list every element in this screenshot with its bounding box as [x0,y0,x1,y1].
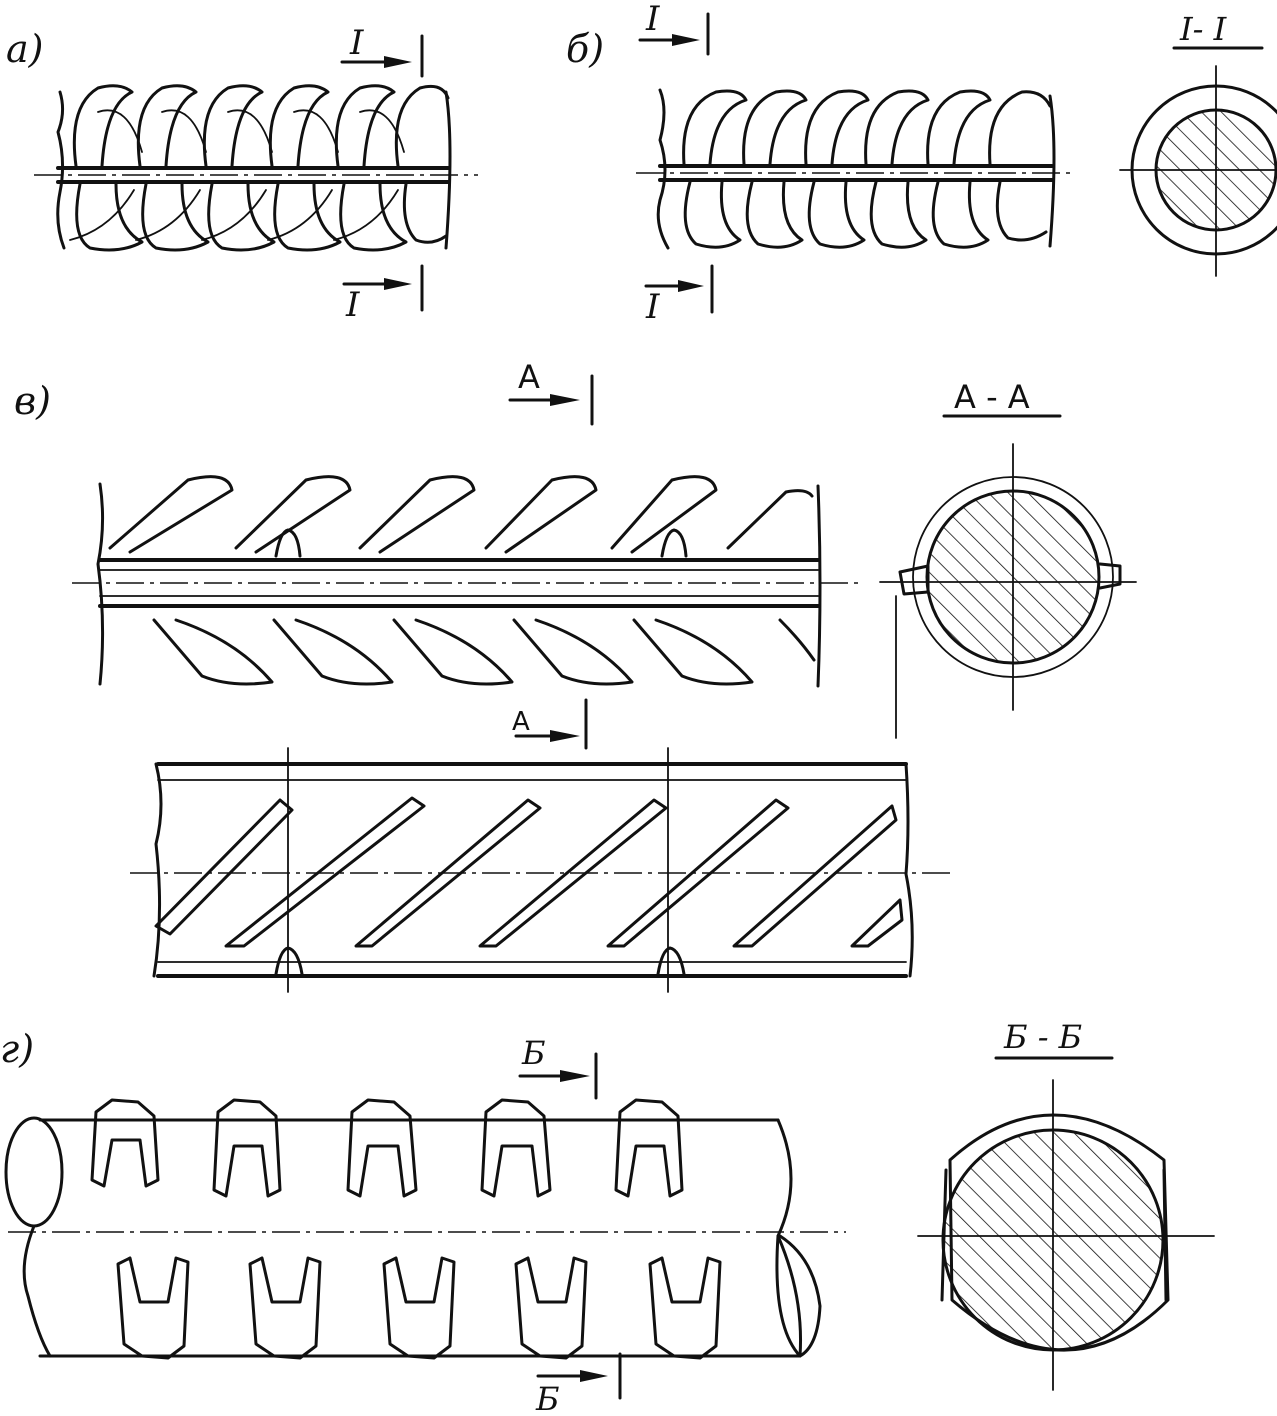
panel-a-label: а) [6,27,43,71]
panel-v-label: в) [14,379,51,423]
panel-b-section-view: I- I [1119,10,1277,277]
panel-b-section-top-text: I [645,0,660,39]
panel-v-section-view: А - А [879,378,1137,739]
panel-g-section-view: Б - Б [917,1018,1215,1391]
panel-v-section-view-title: А - А [954,378,1030,416]
panel-g-section-view-title: Б - Б [1003,1018,1082,1056]
panel-g-bar [4,1098,846,1360]
panel-v-bar-plan [130,747,950,993]
panel-b-section-bottom-text: I [645,287,660,327]
panel-b-section-view-title: I- I [1179,10,1228,48]
panel-a-section-top-text: I [349,23,364,63]
panel-v: в) А А [14,358,1137,993]
panel-a-section-bottom-text: I [345,285,360,325]
panel-v-bar-side [72,475,860,688]
panel-b-section-mark-top: I [638,0,710,56]
panel-g: г) Б Б [0,1018,1215,1416]
panel-b-section-mark-bottom: I [644,264,714,327]
panel-g-section-mark-bottom: Б [535,1352,622,1416]
panel-g-label: г) [0,1027,34,1071]
panel-v-section-mark-top: А [508,358,594,426]
panel-v-section-mark-bottom: А [512,698,588,750]
panel-a-section-mark-bottom: I [342,264,424,325]
panel-g-section-mark-top: Б [518,1034,598,1100]
panel-v-section-bottom-text: А [512,707,530,737]
panel-b-bar [636,88,1076,250]
panel-g-section-bottom-text: Б [535,1380,560,1416]
panel-a: а) I I [6,23,478,325]
panel-a-section-mark-top: I [340,23,424,78]
panel-g-section-top-text: Б [521,1034,546,1072]
panel-a-bar [34,84,478,252]
panel-b-label: б) [566,27,604,71]
panel-v-section-top-text: А [518,358,540,396]
panel-b: б) I I [566,0,1277,327]
